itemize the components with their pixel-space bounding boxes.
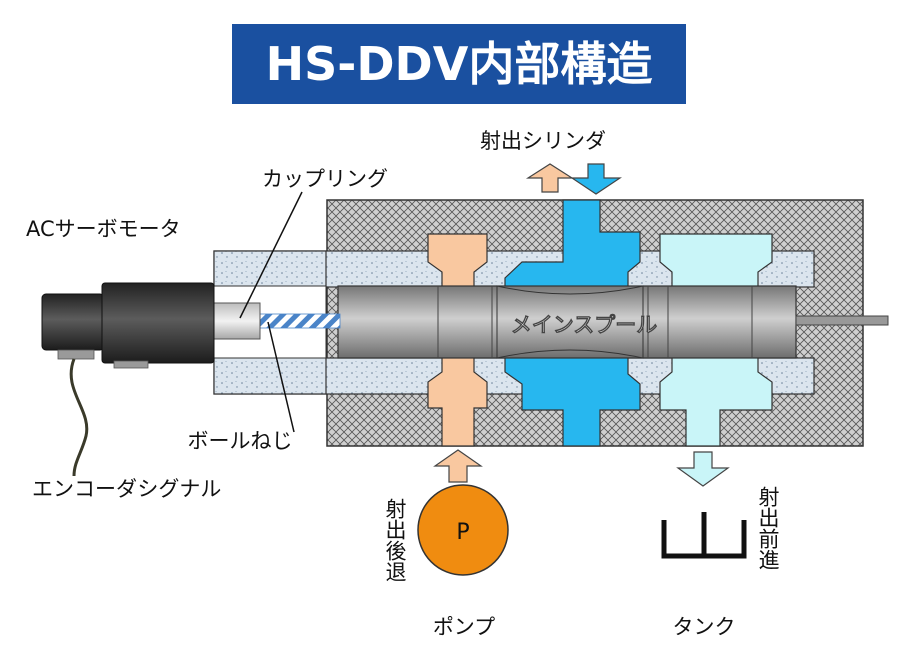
coupling-leader — [239, 191, 303, 319]
inflow-arrow-icon — [570, 163, 622, 195]
advance-label: 射出前進 — [756, 486, 780, 570]
tank-arrow-icon — [676, 451, 730, 487]
pressure-port — [427, 233, 488, 447]
ballscrew-leader — [267, 321, 295, 433]
pump-icon — [417, 484, 509, 576]
encoder-label: エンコーダシグナル — [32, 477, 221, 501]
spool-label: メインスプール — [511, 313, 658, 337]
encoder-connector — [57, 349, 95, 360]
ballscrew-label: ボールねじ — [188, 429, 293, 453]
title-background — [232, 24, 686, 104]
page-title: HS-DDV内部構造 — [266, 37, 653, 91]
tank-label: タンク — [673, 615, 736, 639]
encoder-cable — [69, 358, 89, 477]
motor-label: ACサーボモータ — [26, 217, 181, 241]
cylinder-arrows — [525, 163, 622, 195]
pump-label: ポンプ — [433, 615, 495, 639]
main-spool — [337, 285, 889, 359]
ball-screw — [259, 313, 341, 329]
servo-motor — [41, 282, 215, 369]
retreat-label: 射出後退 — [383, 498, 407, 582]
coupling-label: カップリング — [262, 167, 388, 191]
spool-rod — [795, 315, 889, 326]
coupling — [211, 302, 261, 340]
outflow-arrow-icon — [525, 163, 575, 193]
cylinder-label: 射出シリンダ — [480, 129, 606, 153]
cylinder-port — [504, 199, 641, 447]
tank-port — [659, 233, 773, 447]
pump-symbol: P — [456, 520, 469, 545]
title-banner: HS-DDV内部構造 — [232, 24, 686, 104]
pump-arrow-icon — [433, 449, 483, 483]
